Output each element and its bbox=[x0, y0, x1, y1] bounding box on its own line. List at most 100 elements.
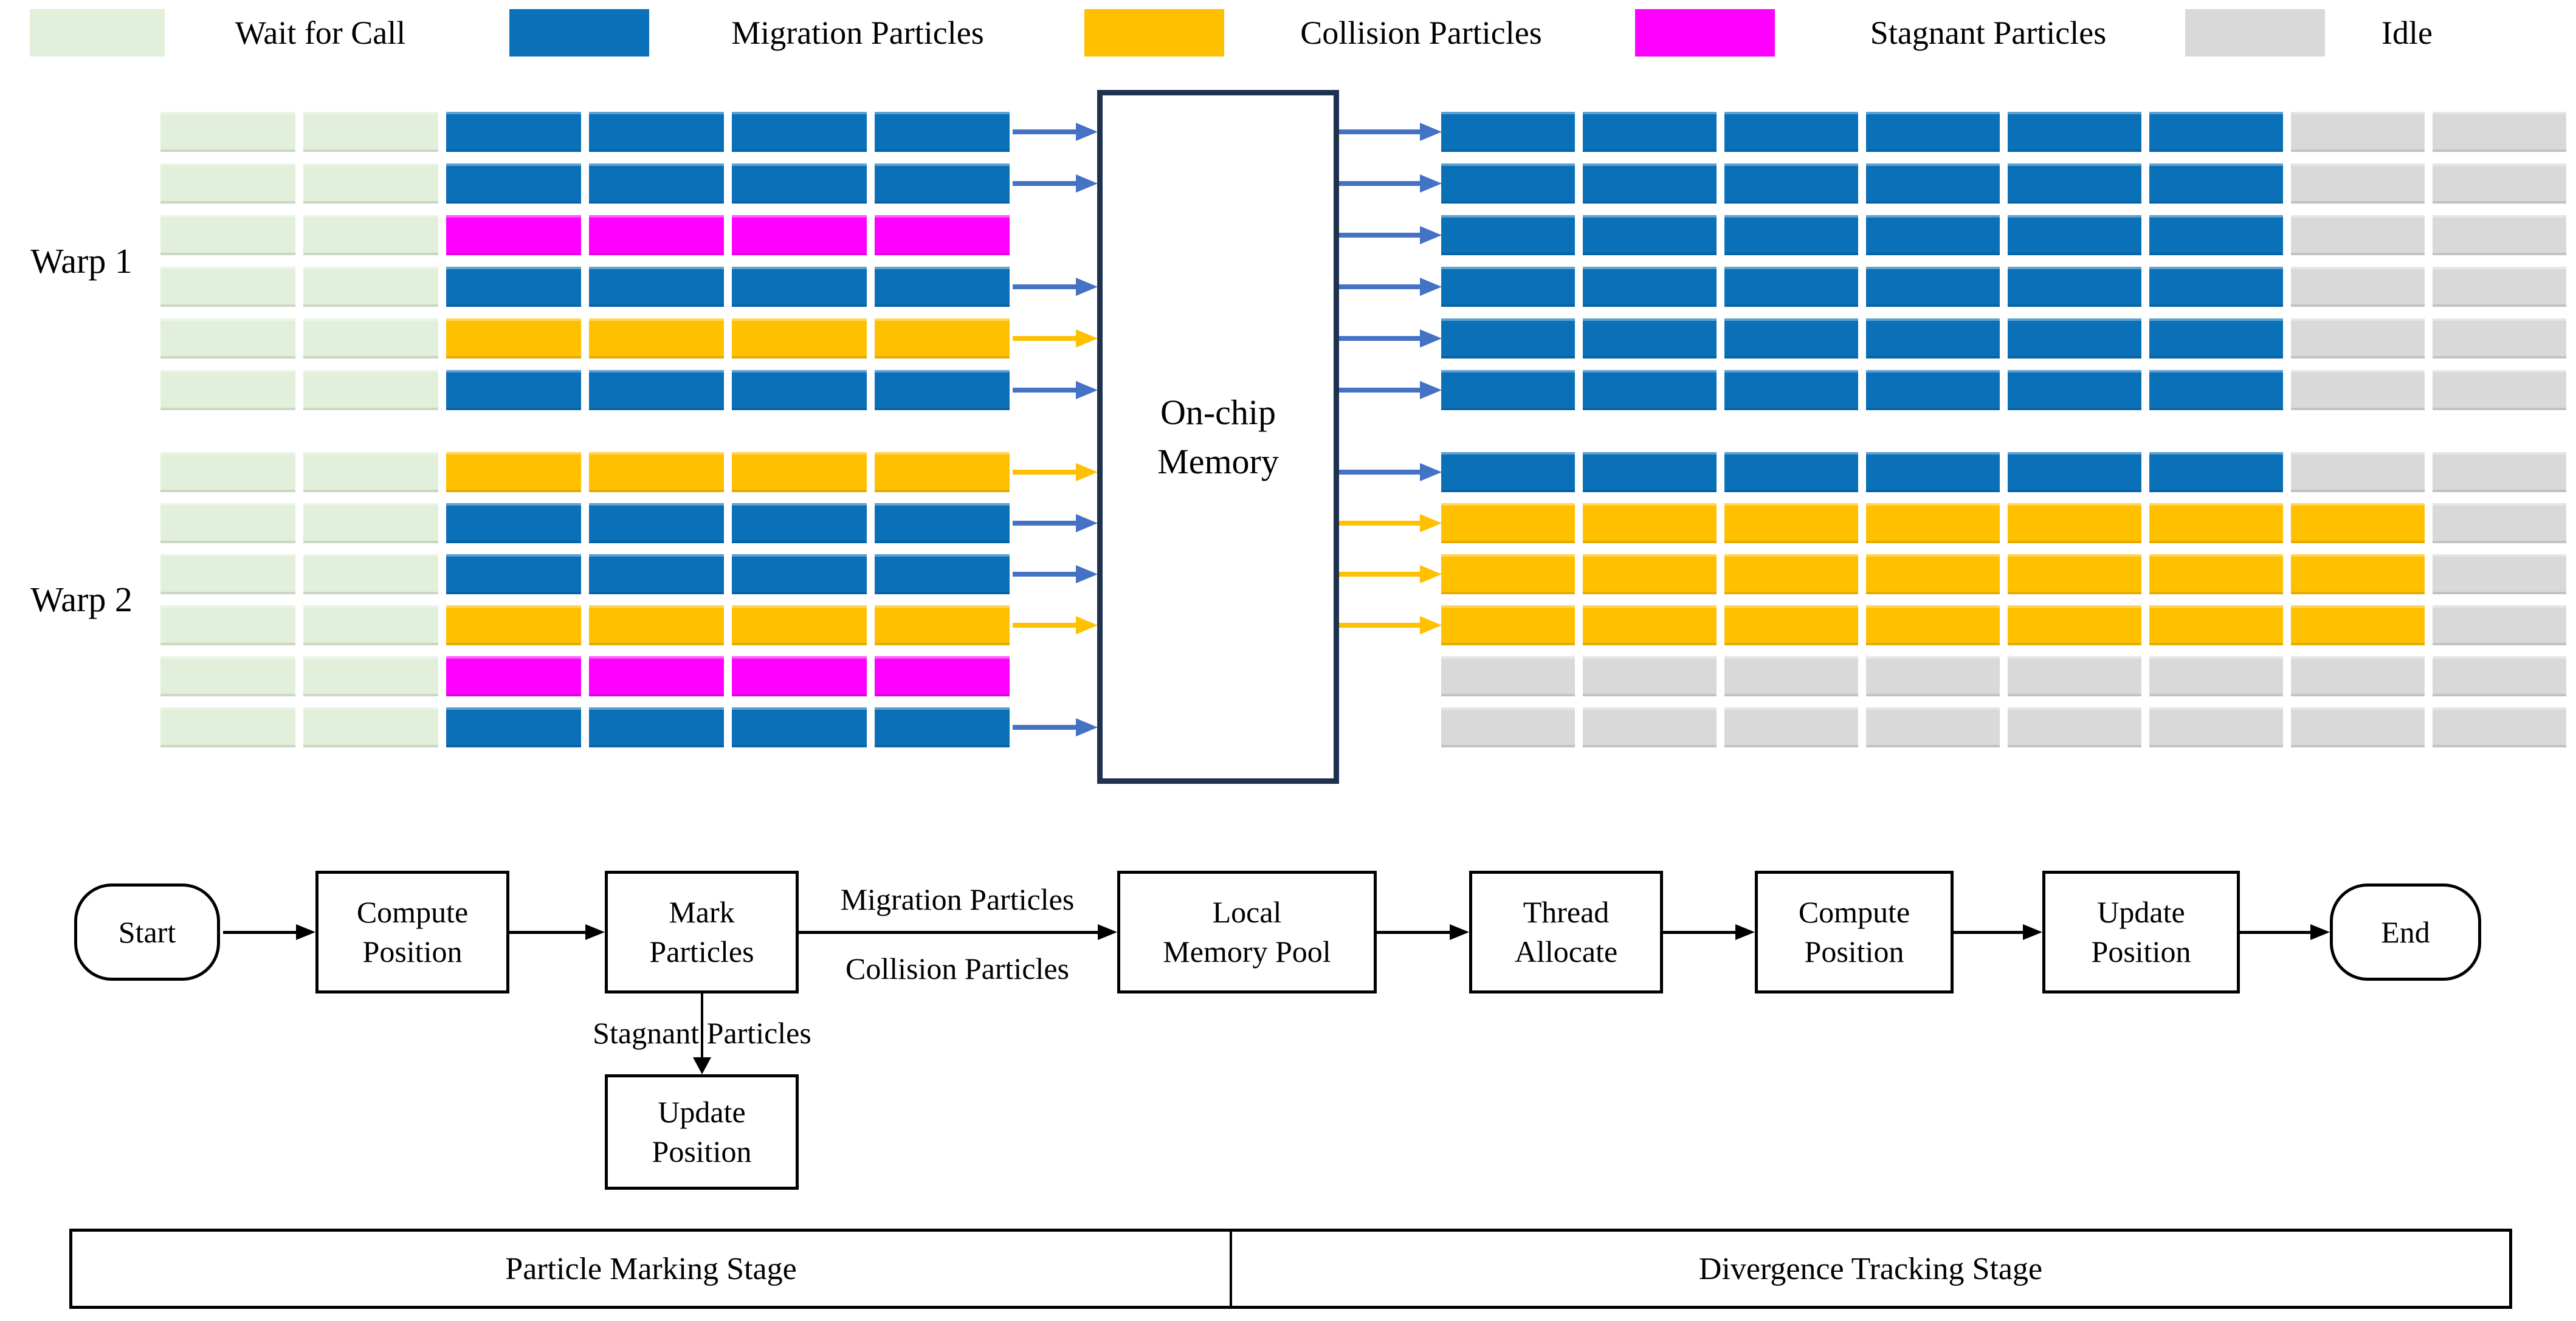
legend-swatch-idle bbox=[2185, 9, 2325, 57]
cell-collision bbox=[875, 452, 1010, 492]
cell-idle bbox=[1866, 707, 2000, 747]
cell-migration bbox=[732, 503, 867, 543]
cell-migration bbox=[875, 267, 1010, 307]
cell-idle bbox=[2433, 452, 2566, 492]
cell-collision bbox=[589, 318, 724, 359]
out-arrow-orange-head bbox=[1420, 514, 1442, 532]
flow-arrow bbox=[2240, 930, 2310, 934]
cell-migration bbox=[446, 707, 581, 747]
cell-collision bbox=[732, 318, 867, 359]
flow-arrow bbox=[509, 930, 585, 934]
in-arrow-orange-head bbox=[1076, 329, 1098, 348]
cell-collision bbox=[875, 318, 1010, 359]
cell-wait bbox=[303, 605, 438, 645]
flowchart-node-update-position-bottom: Update Position bbox=[605, 1074, 799, 1190]
cell-idle bbox=[2433, 605, 2566, 645]
cell-migration bbox=[875, 554, 1010, 594]
flowchart-node-update-position: Update Position bbox=[2042, 871, 2240, 993]
legend-label: Stagnant Particles bbox=[1870, 15, 2107, 51]
cell-idle bbox=[2433, 656, 2566, 696]
cell-migration bbox=[446, 503, 581, 543]
cell-migration bbox=[732, 267, 867, 307]
cell-wait bbox=[160, 112, 295, 152]
out-arrow-blue-head bbox=[1420, 278, 1442, 296]
stage-particle-marking: Particle Marking Stage bbox=[72, 1232, 1232, 1306]
flowchart-node-compute-position-1: Compute Position bbox=[315, 871, 509, 993]
cell-migration bbox=[1441, 163, 1575, 204]
cell-migration bbox=[1724, 163, 1858, 204]
cell-collision bbox=[1866, 605, 2000, 645]
flow-arrow-head bbox=[1450, 924, 1469, 940]
cell-idle bbox=[2291, 707, 2425, 747]
cell-idle bbox=[1583, 656, 1717, 696]
cell-migration bbox=[875, 370, 1010, 410]
cell-migration bbox=[1724, 370, 1858, 410]
cell-migration bbox=[589, 267, 724, 307]
out-arrow-blue bbox=[1339, 336, 1420, 341]
cell-migration bbox=[1866, 452, 2000, 492]
in-arrow-blue bbox=[1013, 388, 1076, 393]
out-arrow-blue bbox=[1339, 181, 1420, 186]
legend-label: Wait for Call bbox=[235, 15, 406, 51]
in-arrow-blue bbox=[1013, 521, 1076, 526]
cell-migration bbox=[1441, 452, 1575, 492]
out-arrow-blue-head bbox=[1420, 123, 1442, 141]
cell-idle bbox=[1583, 707, 1717, 747]
cell-collision bbox=[2149, 605, 2283, 645]
in-arrow-blue-head bbox=[1076, 565, 1098, 583]
cell-wait bbox=[303, 267, 438, 307]
cell-wait bbox=[160, 656, 295, 696]
in-arrow-blue-head bbox=[1076, 718, 1098, 736]
flowchart-node-thread-allocate: Thread Allocate bbox=[1469, 871, 1663, 993]
cell-migration bbox=[589, 112, 724, 152]
cell-collision bbox=[732, 452, 867, 492]
cell-migration bbox=[1866, 318, 2000, 359]
cell-wait bbox=[160, 163, 295, 204]
cell-migration bbox=[875, 163, 1010, 204]
cell-collision bbox=[1724, 605, 1858, 645]
out-arrow-orange-head bbox=[1420, 616, 1442, 634]
cell-idle bbox=[2149, 656, 2283, 696]
cell-migration bbox=[1441, 215, 1575, 255]
cell-collision bbox=[2008, 605, 2141, 645]
cell-wait bbox=[303, 452, 438, 492]
flow-arrow bbox=[1954, 930, 2023, 934]
cell-migration bbox=[2149, 267, 2283, 307]
cell-idle bbox=[2291, 163, 2425, 204]
cell-idle bbox=[2433, 554, 2566, 594]
cell-migration bbox=[1583, 370, 1717, 410]
out-arrow-orange bbox=[1339, 521, 1420, 526]
in-arrow-blue bbox=[1013, 284, 1076, 289]
cell-wait bbox=[303, 554, 438, 594]
flow-arrow-head bbox=[2023, 924, 2042, 940]
cell-idle bbox=[2291, 452, 2425, 492]
cell-idle bbox=[2433, 318, 2566, 359]
edge-label-collision-particles: Collision Particles bbox=[845, 952, 1070, 986]
flowchart-node-local-memory-pool: Local Memory Pool bbox=[1117, 871, 1377, 993]
cell-idle bbox=[2433, 370, 2566, 410]
cell-idle bbox=[1866, 656, 2000, 696]
cell-collision bbox=[1724, 503, 1858, 543]
cell-idle bbox=[2291, 370, 2425, 410]
cell-migration bbox=[2149, 370, 2283, 410]
flow-arrow-head bbox=[2310, 924, 2330, 940]
cell-migration bbox=[2149, 112, 2283, 152]
cell-idle bbox=[2433, 267, 2566, 307]
cell-migration bbox=[875, 707, 1010, 747]
cell-collision bbox=[1866, 503, 2000, 543]
cell-collision bbox=[589, 605, 724, 645]
in-arrow-orange bbox=[1013, 470, 1076, 475]
legend-swatch-migration bbox=[509, 9, 649, 57]
cell-idle bbox=[2291, 318, 2425, 359]
cell-wait bbox=[160, 605, 295, 645]
cell-migration bbox=[589, 503, 724, 543]
cell-migration bbox=[732, 112, 867, 152]
flowchart-node-compute-position-2: Compute Position bbox=[1755, 871, 1954, 993]
out-arrow-blue-head bbox=[1420, 226, 1442, 244]
cell-migration bbox=[446, 163, 581, 204]
cell-migration bbox=[1583, 452, 1717, 492]
edge-label-migration-particles: Migration Particles bbox=[840, 882, 1075, 916]
cell-migration bbox=[1866, 215, 2000, 255]
cell-wait bbox=[303, 370, 438, 410]
cell-migration bbox=[732, 707, 867, 747]
